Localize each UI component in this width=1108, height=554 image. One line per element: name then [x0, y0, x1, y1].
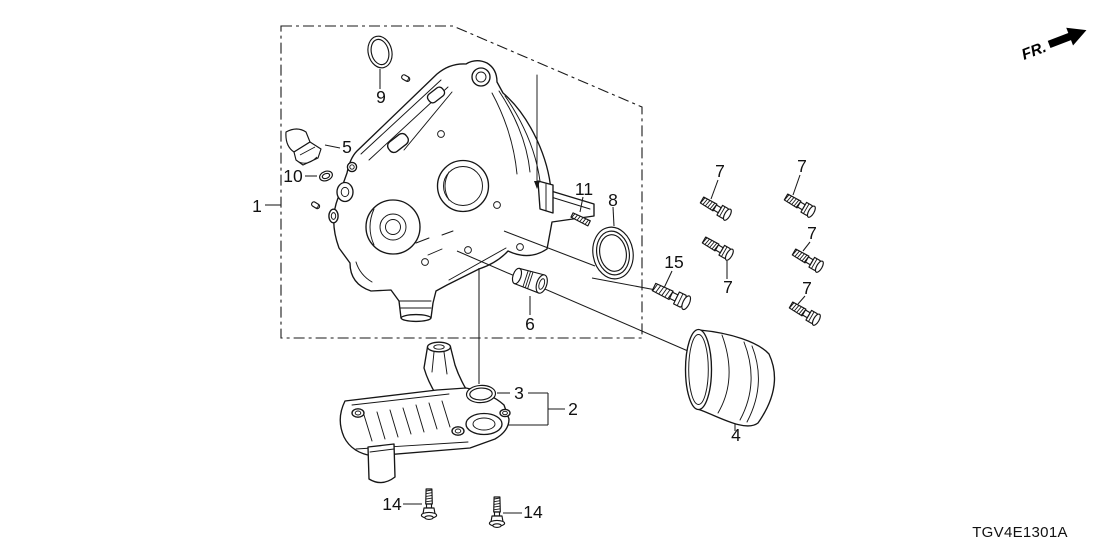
dowel-pin-left	[310, 200, 322, 211]
seal-axis-line-a	[503, 230, 596, 267]
part-label-7d: 7	[807, 223, 817, 243]
bracket-2	[505, 392, 565, 426]
part-label-6: 6	[525, 314, 535, 334]
flange-bolt-7-2	[782, 190, 818, 220]
leader-line-5	[324, 144, 341, 149]
o-ring-10	[319, 170, 333, 182]
dowel-pin-top	[400, 73, 412, 83]
flange-bolt-7-3	[700, 233, 736, 263]
oil-strainer-2	[339, 341, 511, 484]
assembly-boundary-box	[280, 25, 643, 339]
part-label-2: 2	[568, 399, 578, 419]
leader-line-7b	[792, 174, 801, 196]
part-label-7c: 7	[723, 277, 733, 297]
leader-line-11	[579, 196, 584, 213]
part-label-14b: 14	[523, 502, 543, 522]
oil-pump-housing	[328, 60, 595, 323]
leader-line-7a	[710, 179, 719, 200]
oil-filter-4	[684, 328, 776, 427]
flange-bolt-7-4	[790, 245, 826, 275]
leader-line-8	[612, 206, 615, 227]
diagram-code: TGV4E1301A	[972, 524, 1068, 541]
o-ring-3	[465, 384, 497, 404]
part-label-8: 8	[608, 190, 618, 210]
filter-axis-line	[456, 250, 689, 352]
part-label-5: 5	[342, 137, 352, 157]
leader-line-15	[663, 270, 673, 289]
flange-bolt-7-1	[698, 193, 734, 223]
fr-direction-indicator: FR.	[1019, 27, 1087, 64]
leader-line-7e	[797, 295, 806, 305]
fr-label: FR.	[1019, 39, 1048, 64]
o-ring-9	[367, 35, 393, 69]
hex-bolt-15	[650, 279, 693, 312]
part-label-10: 10	[283, 166, 303, 186]
part-label-3: 3	[514, 383, 524, 403]
fr-arrow-icon	[1047, 27, 1087, 49]
seal-axis-line-b	[591, 277, 657, 291]
flange-bolt-14-2	[488, 496, 506, 528]
bushing-6	[511, 267, 548, 294]
part-label-7e: 7	[802, 278, 812, 298]
oil-pressure-switch-5	[285, 128, 322, 166]
flange-bolt-7-5	[787, 298, 823, 328]
part-label-14a: 14	[382, 494, 402, 514]
part-label-15: 15	[664, 252, 683, 272]
oil-seal-8	[592, 226, 634, 280]
part-label-9: 9	[376, 87, 386, 107]
leader-line-7d	[802, 241, 811, 252]
flange-bolt-14-1	[420, 488, 438, 520]
part-label-7b: 7	[797, 156, 807, 176]
part-label-1: 1	[252, 196, 262, 216]
part-label-7a: 7	[715, 161, 725, 181]
part-label-4: 4	[731, 425, 741, 445]
part-label-11: 11	[575, 179, 593, 199]
